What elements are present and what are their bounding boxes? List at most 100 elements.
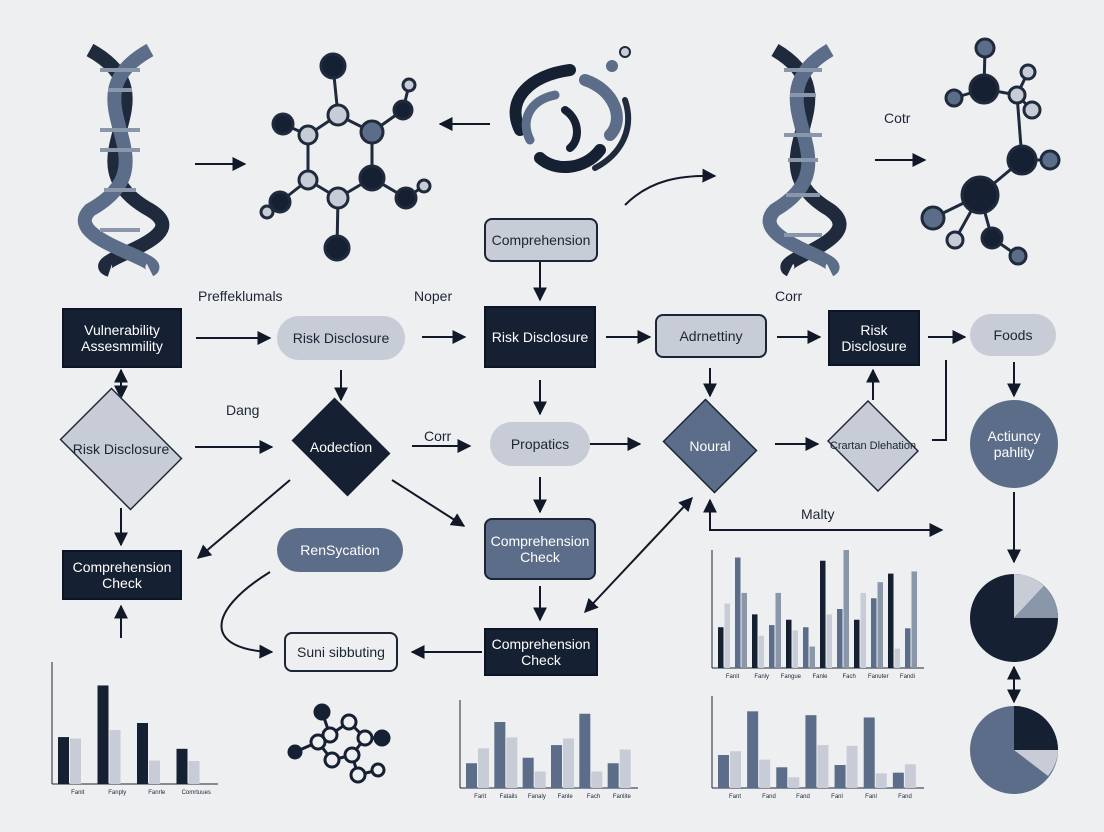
bar (619, 749, 631, 788)
bar (786, 619, 792, 668)
x-tick-label: Fanaly (528, 794, 546, 800)
x-tick-label: Fandi (900, 674, 915, 680)
x-tick-label: Fand (762, 794, 776, 800)
bar (817, 745, 829, 788)
decision-label: Crartan Dlehation (829, 439, 917, 452)
bar (730, 751, 741, 788)
x-tick-label: Fanle (812, 674, 828, 680)
bar (769, 625, 775, 668)
bar-chart-4: Fant Fand Fand Fanl Fanl Fand (711, 696, 924, 800)
bar (551, 745, 562, 788)
pie-chart-icon (970, 706, 1058, 794)
x-tick-label: Fangue (781, 674, 802, 680)
x-tick-label: Fanly (754, 674, 769, 680)
bar (775, 592, 781, 668)
bar (911, 571, 917, 668)
bar (149, 760, 160, 784)
decision-aodection[interactable]: Aodection (285, 397, 397, 497)
x-tick-label: Fand (796, 794, 810, 800)
bar (792, 630, 798, 668)
x-tick-label: Fatails (500, 794, 518, 800)
bar (809, 646, 815, 668)
swirl-icon (509, 46, 632, 174)
label-malty: Malty (801, 506, 835, 522)
bar (776, 767, 788, 788)
bar (506, 737, 518, 788)
x-tick-label: Fand (898, 794, 912, 800)
bar (522, 757, 534, 788)
bar (718, 755, 729, 788)
x-tick-label: Fanl (831, 794, 843, 800)
connector-arrows (114, 117, 1021, 704)
decision-label: Aodection (309, 439, 373, 455)
x-tick-label: Fanply (108, 790, 126, 796)
x-tick-label: Fanit (71, 790, 85, 796)
bar (747, 711, 759, 788)
bar (871, 598, 877, 668)
bar (820, 560, 826, 668)
x-tick-label: Farit (474, 794, 486, 800)
node-risk-disclosure-1[interactable]: Risk Disclosure (277, 316, 405, 360)
bar (803, 627, 809, 668)
bar (888, 573, 894, 668)
x-tick-label: Fanl (865, 794, 877, 800)
node-rensycation[interactable]: RenSycation (277, 528, 403, 572)
bar (579, 713, 591, 788)
node-comprehension-check-mid[interactable]: Comprehension Check (484, 518, 596, 580)
decision-label: Noural (689, 438, 731, 454)
bar (854, 619, 860, 668)
node-comprehension[interactable]: Comprehension (484, 218, 598, 262)
bar (494, 722, 506, 788)
bar (837, 609, 843, 668)
x-tick-label: Fach (842, 674, 855, 680)
label-noper: Noper (414, 288, 453, 304)
node-comprehension-check-left[interactable]: Comprehension Check (62, 550, 182, 600)
decision-noural[interactable]: Noural (658, 398, 762, 494)
bar (58, 737, 69, 784)
decision-risk-disclosure[interactable]: Risk Disclosure (50, 387, 192, 511)
node-risk-disclosure-3[interactable]: Risk Disclosure (828, 310, 920, 366)
bar (188, 761, 200, 784)
bar (759, 759, 771, 788)
node-propatics[interactable]: Propatics (490, 422, 590, 466)
decision-crartan[interactable]: Crartan Dlehation (822, 400, 924, 492)
node-risk-disclosure-2[interactable]: Risk Disclosure (484, 306, 596, 368)
dna-helix-icon (762, 43, 847, 277)
bar (563, 738, 574, 788)
bar (904, 764, 916, 788)
bar (788, 777, 800, 788)
node-vulnerability-assessment[interactable]: Vulnerability Assesmmility (62, 308, 182, 368)
bar (97, 685, 109, 784)
node-comprehension-check-bottom[interactable]: Comprehension Check (484, 628, 598, 676)
bar (109, 730, 121, 784)
bar (724, 603, 730, 668)
network-icon (287, 703, 391, 784)
bar (752, 614, 758, 668)
molecule-icon (920, 37, 1061, 266)
node-adrnettiny[interactable]: Adrnettiny (655, 314, 767, 358)
molecule-icon (259, 52, 432, 262)
bar (805, 715, 817, 788)
node-suni-sibbuting[interactable]: Suni sibbuting (284, 632, 398, 672)
bar (137, 723, 148, 784)
bar (875, 773, 887, 788)
bar (466, 763, 477, 788)
bar (735, 557, 741, 668)
label-cotr: Cotr (884, 110, 911, 126)
node-foods[interactable]: Foods (970, 314, 1056, 356)
bar (860, 592, 866, 668)
x-tick-label: Fant (729, 794, 741, 800)
x-tick-label: Fanit (726, 674, 740, 680)
node-actiuncy[interactable]: Actiuncy pahlity (970, 400, 1058, 488)
bar (718, 627, 724, 668)
bar (607, 763, 619, 788)
bar (591, 771, 603, 788)
label-preffeklumals: Preffeklumals (198, 288, 283, 304)
bar (894, 648, 900, 668)
bar (905, 628, 911, 668)
bar (892, 772, 904, 788)
